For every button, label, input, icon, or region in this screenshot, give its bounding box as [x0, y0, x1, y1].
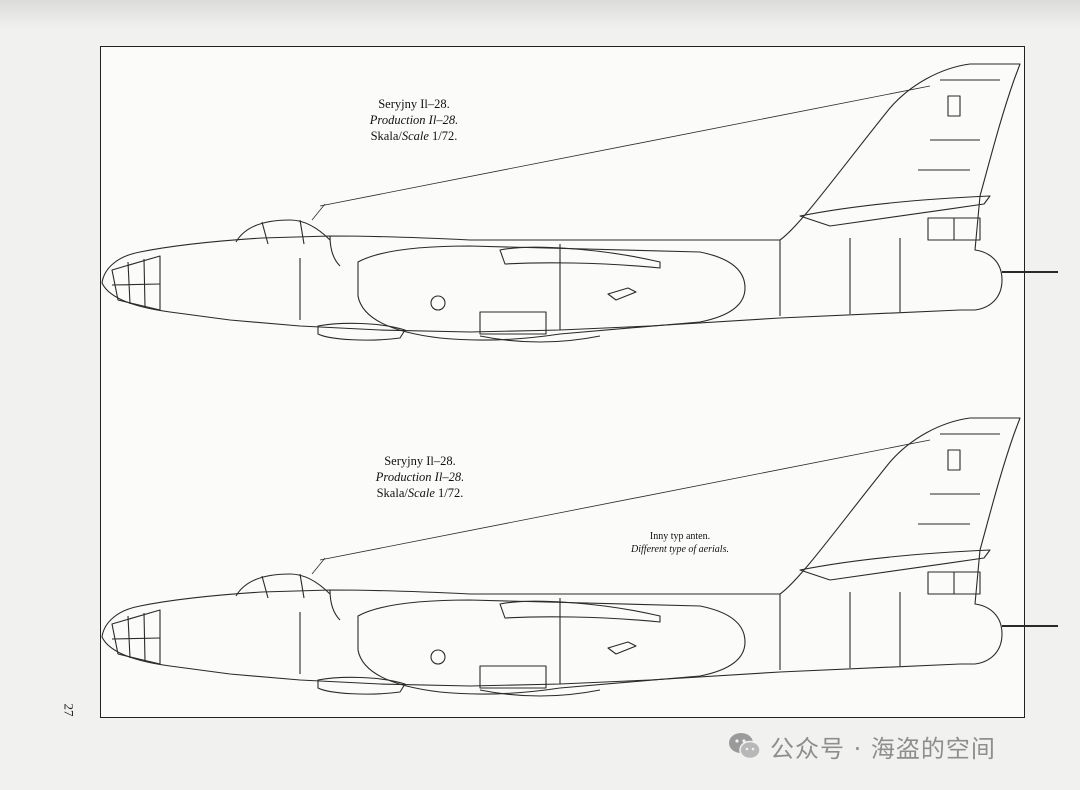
caption-en: Production Il–28. — [375, 470, 465, 484]
aerial-note-pl: Inny typ anten. — [649, 531, 711, 542]
watermark: 公众号 · 海盗的空间 — [728, 728, 996, 764]
aerial-note: Inny typ anten. Different type of aerial… — [610, 530, 750, 556]
caption-pl: Seryjny Il–28. — [384, 454, 456, 468]
watermark-text: 公众号 · 海盗的空间 — [770, 734, 996, 763]
scale-line: Skala/Scale 1/72. — [376, 486, 464, 500]
caption-profile-2: Seryjny Il–28. Production Il–28. Skala/S… — [350, 453, 490, 501]
page-number: 27 — [61, 703, 77, 717]
wechat-icon — [729, 733, 761, 760]
caption-pl: Seryjny Il–28. — [378, 97, 450, 111]
aircraft-profile-2 — [101, 417, 1059, 697]
aerial-note-en: Different type of aerials. — [631, 544, 729, 555]
caption-en: Production Il–28. — [369, 113, 459, 127]
aircraft-profile-1 — [101, 63, 1059, 343]
caption-profile-1: Seryjny Il–28. Production Il–28. Skala/S… — [344, 96, 484, 144]
scan-edge — [0, 0, 1080, 30]
scale-line: Skala/Scale 1/72. — [370, 129, 458, 143]
